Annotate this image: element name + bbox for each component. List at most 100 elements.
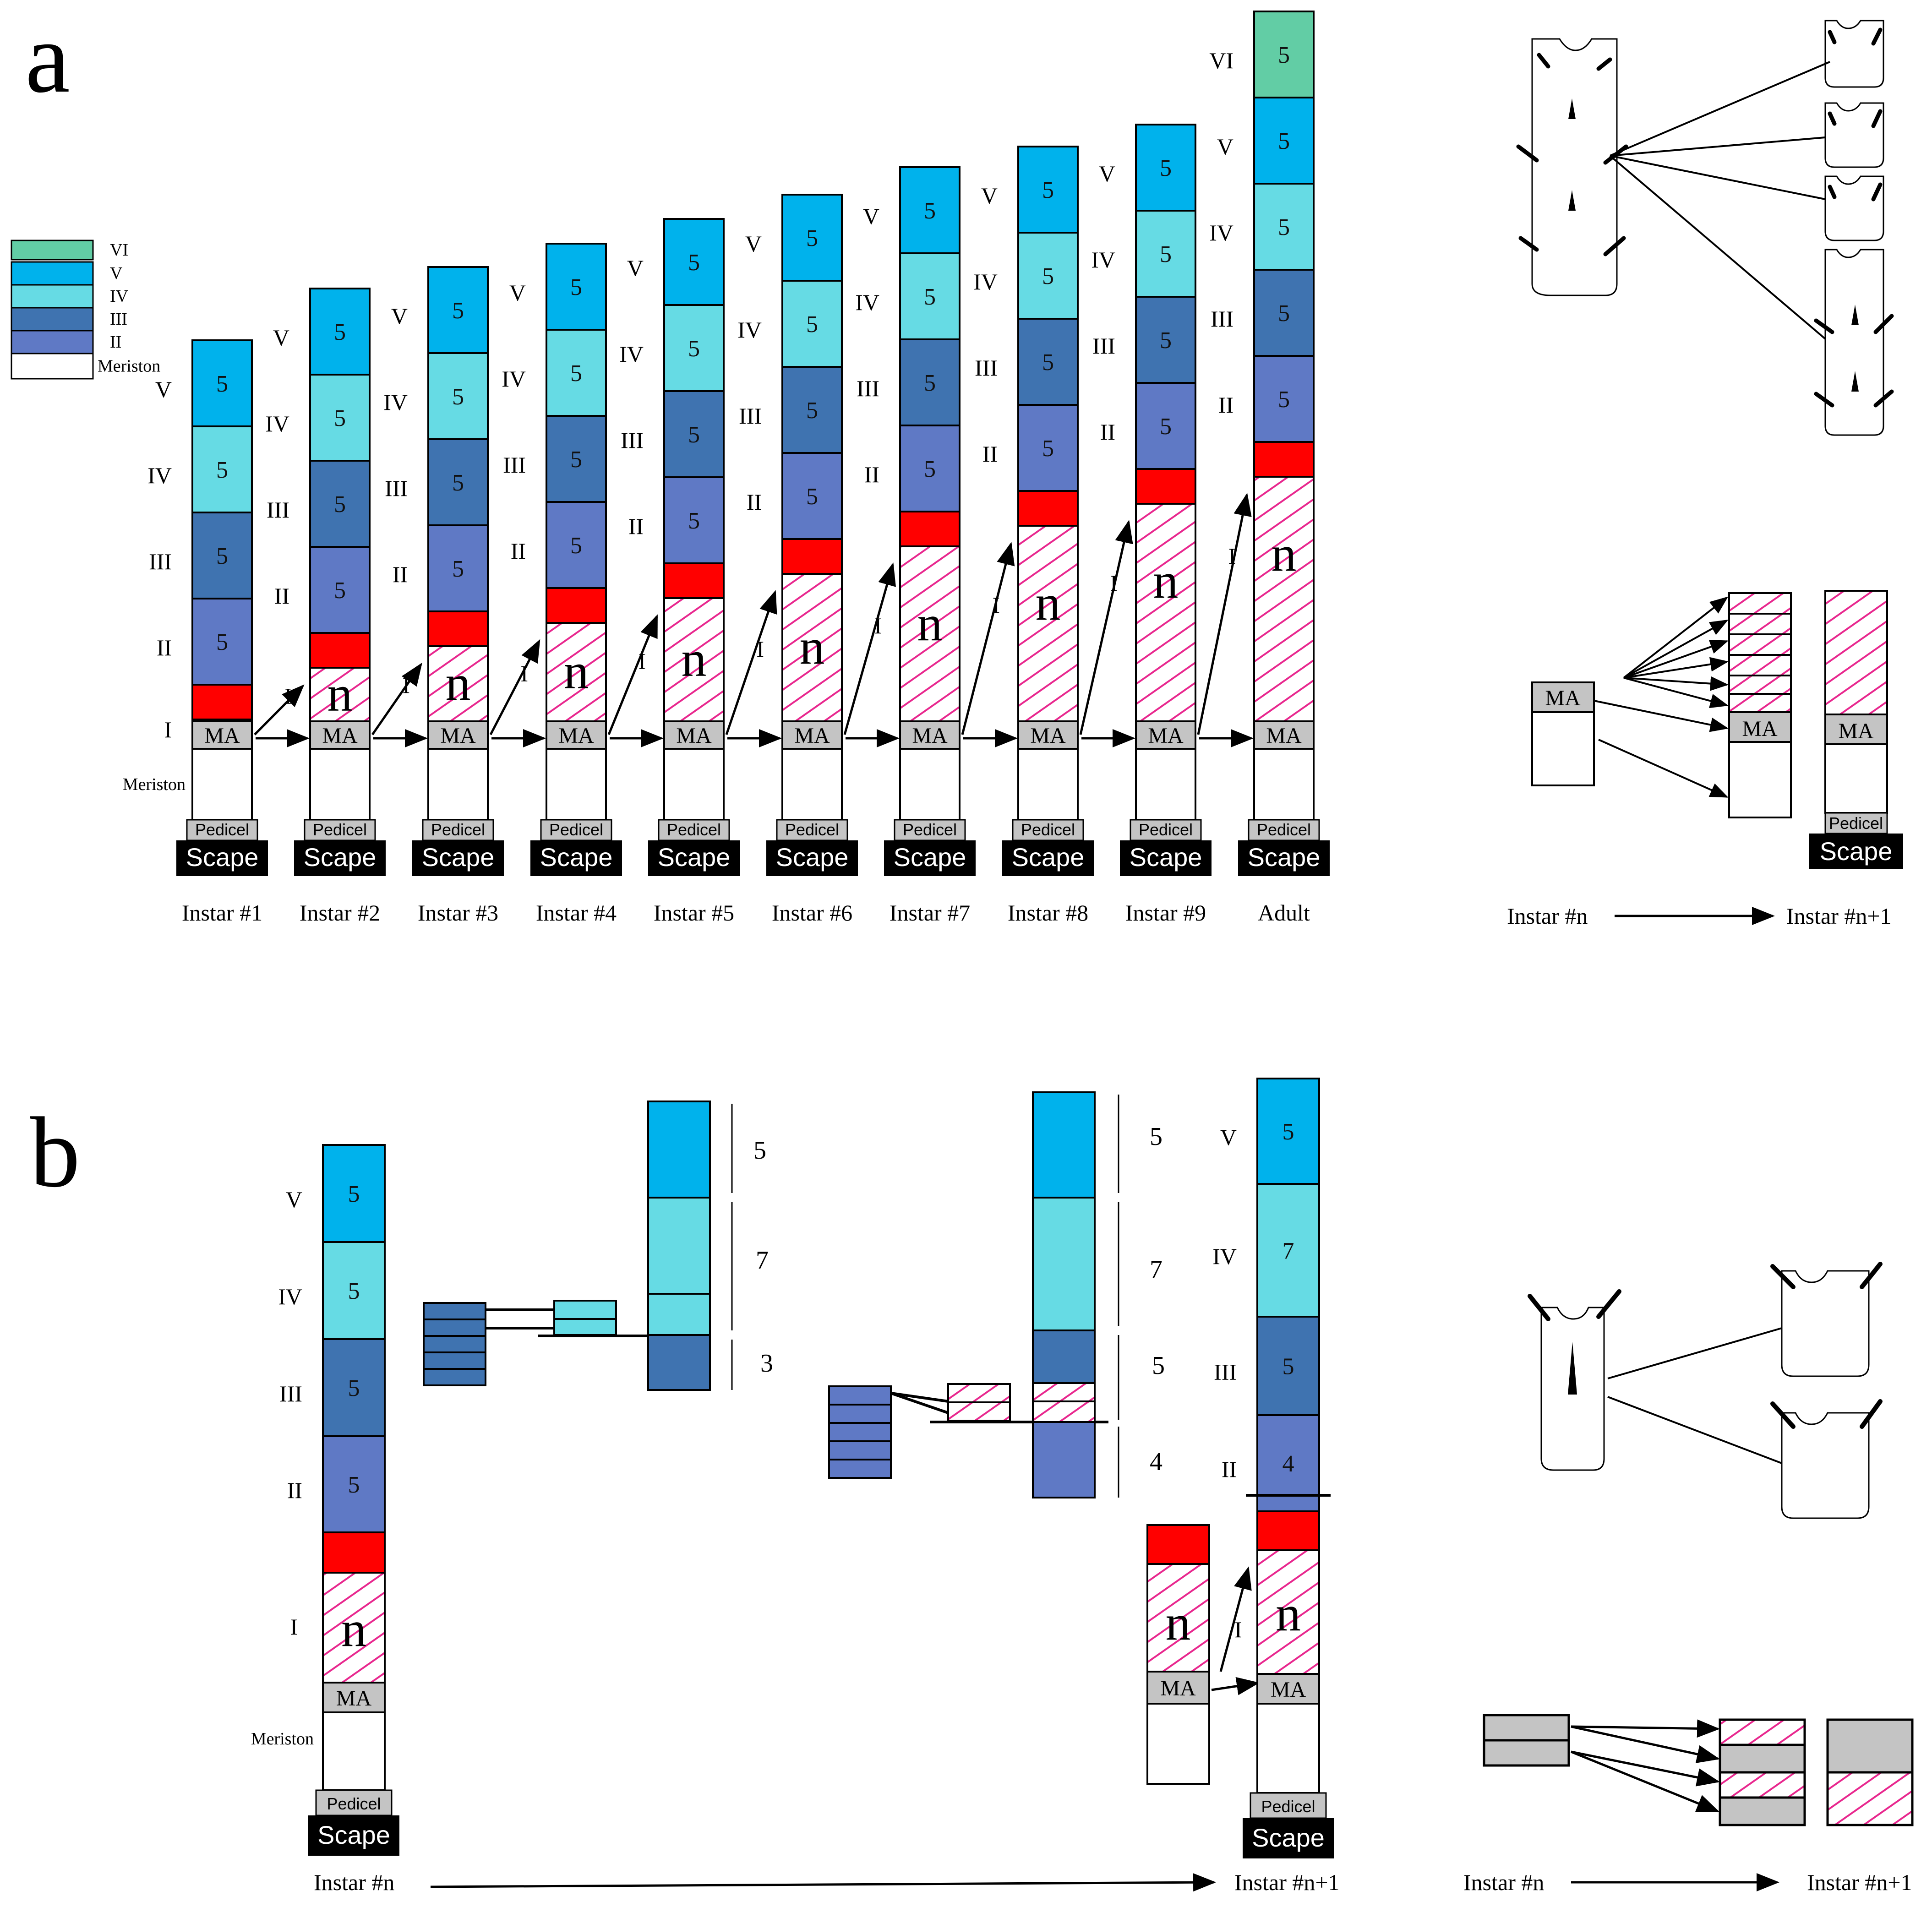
segment-count: 5 — [1160, 241, 1172, 267]
roman-iii: III — [1211, 306, 1233, 332]
scape-label: Scape — [304, 843, 377, 872]
ii-to-iii-transition: 5 7 5 4 — [828, 1091, 1165, 1498]
small-segment-outline-1 — [1824, 20, 1884, 88]
panel-label-b: b — [30, 1096, 80, 1208]
pedicel-label-final: Pedicel — [1829, 814, 1883, 833]
scape-label: Scape — [1252, 1823, 1325, 1852]
meriston-box — [663, 748, 725, 821]
pedicel-label: Pedicel — [785, 820, 839, 839]
n-label: n — [800, 619, 825, 675]
segment-count: 5 — [1278, 214, 1290, 240]
growth-arrow — [1079, 520, 1133, 735]
segment-count: 5 — [1042, 349, 1054, 376]
roman-iv: IV — [265, 411, 289, 436]
legend-label-iii: III — [110, 310, 127, 329]
new-subsegment — [1728, 654, 1792, 676]
iii-subsegment-stack — [423, 1302, 486, 1386]
roman-ii: II — [287, 1477, 302, 1503]
ma-label: MA — [558, 724, 594, 748]
meriston-box — [899, 748, 961, 821]
segment-count: 7 — [1283, 1238, 1294, 1264]
segment-iv — [546, 329, 607, 417]
n-label: n — [327, 666, 353, 722]
scape-label: Scape — [1130, 843, 1202, 872]
new-subsegment — [1728, 693, 1792, 713]
pedicel-box — [186, 819, 258, 841]
growth-arrow — [254, 684, 305, 736]
pedicel-label: Pedicel — [327, 1794, 381, 1813]
meriston-box — [427, 748, 489, 821]
meriston-box-next — [1728, 741, 1792, 818]
legend-label-vi: VI — [110, 240, 128, 260]
ma-box — [546, 720, 607, 750]
roman-iv: IV — [1209, 220, 1233, 245]
segment-count: 5 — [570, 447, 582, 473]
segment-count: 5 — [688, 336, 700, 362]
segment-count: 5 — [452, 384, 464, 410]
ii-subsegment — [828, 1459, 892, 1479]
instar-caption: Adult — [1258, 900, 1310, 926]
count-r-iv: 7 — [1150, 1255, 1162, 1284]
roman-ii: II — [628, 513, 644, 539]
segment-count: 5 — [688, 250, 700, 276]
segment-count: 4 — [1283, 1451, 1294, 1477]
scape-label: Scape — [540, 843, 613, 872]
growth-arrow — [607, 614, 658, 735]
scape-label: Scape — [186, 843, 259, 872]
n-label: n — [917, 595, 943, 651]
roman-iv: IV — [619, 341, 644, 367]
count-iv: 7 — [756, 1246, 769, 1275]
scape-label: Scape — [1248, 843, 1321, 872]
hatched-segment — [1017, 525, 1079, 722]
count-r-iii: 5 — [1152, 1351, 1165, 1380]
growth-arrow — [961, 542, 1015, 735]
roman-iv: IV — [737, 317, 762, 343]
segment-count: 5 — [452, 556, 464, 582]
ma-label-sub: MA — [1160, 1676, 1196, 1700]
meriston-box — [1256, 1703, 1320, 1794]
segment-count: 5 — [216, 629, 228, 655]
segment-iii — [781, 366, 843, 454]
segment-ii — [781, 452, 843, 540]
segment-ii — [546, 501, 607, 589]
new-subsegment — [1728, 675, 1792, 695]
roman-iii: III — [279, 1381, 302, 1406]
segment-ii — [322, 1435, 386, 1533]
segment-ii — [191, 598, 253, 686]
ma-subcolumn: n MA I — [1146, 1524, 1260, 1785]
red-band — [546, 587, 607, 624]
segment-split-schematic — [1516, 20, 1894, 436]
ma-label-next: MA — [1742, 717, 1778, 741]
new-subsegment — [1728, 592, 1792, 615]
pedicel-box — [658, 819, 730, 841]
meriston-box — [309, 748, 371, 821]
segment-v — [1256, 1078, 1320, 1185]
scape-label: Scape — [422, 843, 495, 872]
large-segment-outline — [1531, 38, 1618, 296]
split-lines — [1609, 61, 1830, 340]
ma-label: MA — [1148, 724, 1184, 748]
roman-iii: III — [149, 549, 172, 574]
pedicel-label: Pedicel — [313, 820, 367, 839]
segment-iv — [1017, 232, 1079, 320]
segment-count: 5 — [1278, 387, 1290, 413]
pedicel-label: Pedicel — [903, 820, 957, 839]
segment-count: 5 — [452, 470, 464, 496]
ma-label: MA — [204, 724, 240, 748]
pedicel-box-final — [1824, 812, 1888, 834]
n-label: n — [446, 655, 471, 711]
scape-box — [530, 840, 622, 876]
n-label: n — [1276, 1586, 1301, 1641]
scape-box — [766, 840, 858, 876]
segment-count: 5 — [334, 491, 346, 518]
ma-box-final — [1824, 714, 1888, 745]
red-band — [1256, 1510, 1320, 1551]
pedicel-label: Pedicel — [1257, 820, 1311, 839]
segment-count: 5 — [570, 533, 582, 559]
segment-count: 5 — [570, 360, 582, 387]
sensilla — [1568, 98, 1859, 392]
instar-caption: Instar #9 — [1125, 900, 1206, 926]
